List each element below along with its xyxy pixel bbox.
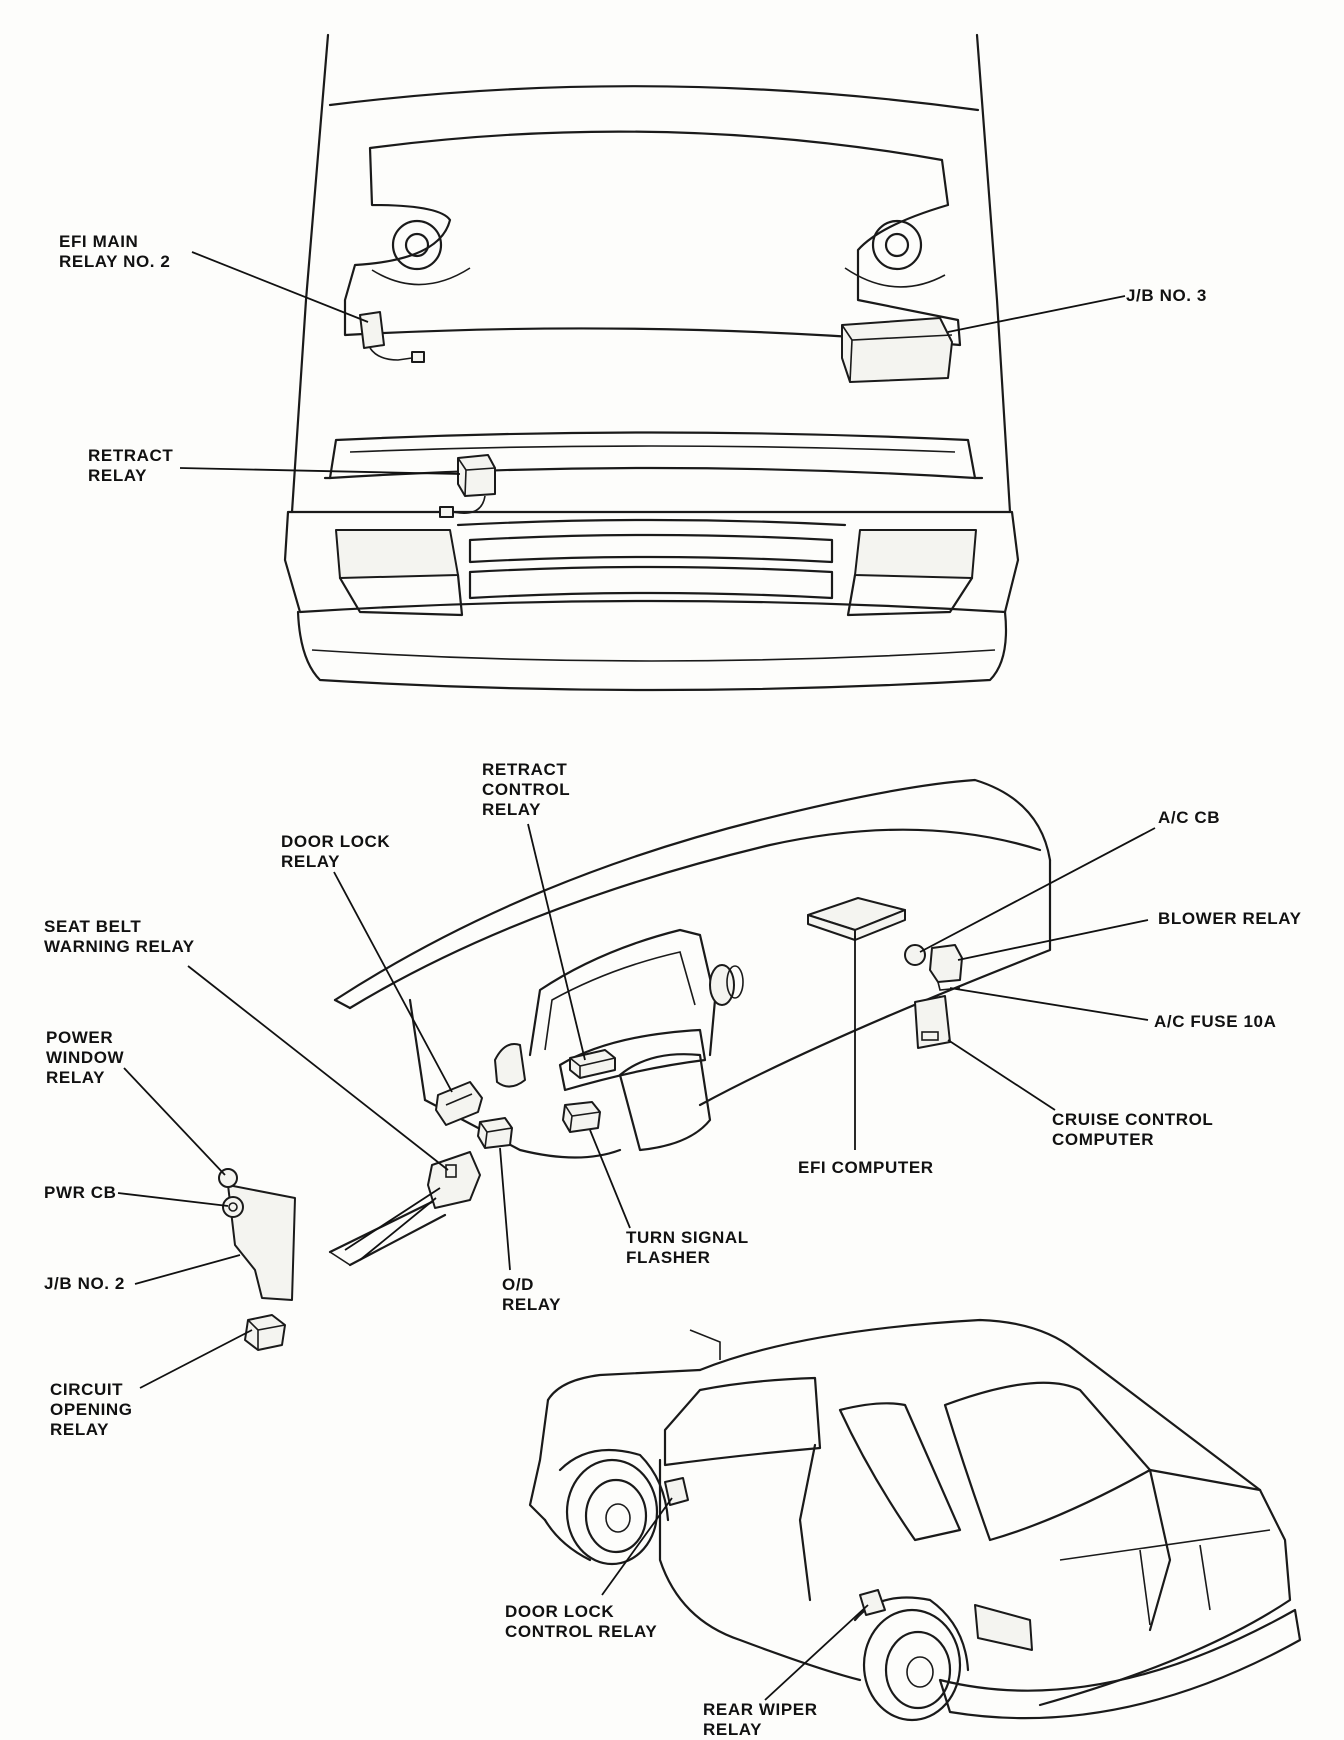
label-efi-computer: EFI COMPUTER	[798, 1158, 934, 1178]
label-line: J/B NO. 2	[44, 1274, 125, 1293]
label-line: EFI COMPUTER	[798, 1158, 934, 1177]
leader-lines	[117, 251, 1156, 1701]
car-rear-view-drawing	[528, 1318, 1302, 1722]
leader-ac-fuse	[949, 987, 1149, 1021]
label-ac-cb: A/C CB	[1158, 808, 1220, 828]
label-door-lock-control-relay: DOOR LOCK CONTROL RELAY	[505, 1602, 657, 1642]
label-line: FLASHER	[626, 1248, 711, 1267]
label-blower-relay: BLOWER RELAY	[1158, 909, 1302, 929]
label-line: TURN SIGNAL	[626, 1228, 749, 1247]
label-od-relay: O/D RELAY	[502, 1275, 561, 1315]
label-line: EFI MAIN	[59, 232, 139, 251]
leader-pwr-cb	[117, 1192, 229, 1207]
label-line: RELAY	[50, 1420, 110, 1439]
label-jb-no2: J/B NO. 2	[44, 1274, 125, 1294]
label-line: CRUISE CONTROL	[1052, 1110, 1214, 1129]
label-line: J/B NO. 3	[1126, 286, 1207, 305]
label-line: COMPUTER	[1052, 1130, 1155, 1149]
leader-turn-signal-flasher	[589, 1129, 631, 1229]
label-line: CIRCUIT	[50, 1380, 124, 1399]
label-line: POWER	[46, 1028, 114, 1047]
leader-ac-cb	[919, 827, 1156, 953]
label-line: CONTROL	[482, 780, 571, 799]
leader-jb-no3	[947, 295, 1126, 333]
leader-door-lock-control-relay	[601, 1497, 673, 1596]
label-retract-control-relay: RETRACT CONTROL RELAY	[482, 760, 570, 820]
label-retract-relay: RETRACT RELAY	[88, 446, 173, 486]
label-line: WARNING RELAY	[44, 937, 195, 956]
label-line: A/C CB	[1158, 808, 1221, 827]
leader-efi-main-relay	[191, 251, 369, 323]
label-line: RETRACT	[482, 760, 568, 779]
label-line: PWR CB	[44, 1183, 117, 1202]
leader-od-relay	[499, 1147, 511, 1271]
leader-jb-no2	[134, 1254, 241, 1285]
label-cruise-control-computer: CRUISE CONTROL COMPUTER	[1052, 1110, 1213, 1150]
label-line: WINDOW	[46, 1048, 125, 1067]
leader-circuit-opening-relay	[139, 1329, 253, 1389]
label-line: RELAY	[88, 466, 148, 485]
leader-door-lock-relay	[333, 871, 453, 1093]
label-power-window-relay: POWER WINDOW RELAY	[46, 1028, 124, 1088]
engine-bay-drawing	[283, 33, 1020, 692]
label-turn-signal-flasher: TURN SIGNAL FLASHER	[626, 1228, 749, 1268]
leader-power-window-relay	[123, 1067, 226, 1176]
label-jb-no3: J/B NO. 3	[1126, 286, 1207, 306]
label-line: DOOR LOCK	[505, 1602, 615, 1621]
label-line: CONTROL RELAY	[505, 1622, 658, 1641]
leader-retract-relay	[179, 467, 461, 475]
dashboard-drawing	[218, 778, 1052, 1351]
label-pwr-cb: PWR CB	[44, 1183, 117, 1203]
label-circuit-opening-relay: CIRCUIT OPENING RELAY	[50, 1380, 133, 1440]
label-line: RELAY	[502, 1295, 562, 1314]
label-line: RELAY	[703, 1720, 763, 1739]
label-rear-wiper-relay: REAR WIPER RELAY	[703, 1700, 818, 1740]
leader-blower-relay	[957, 919, 1149, 961]
label-line: REAR WIPER	[703, 1700, 818, 1719]
label-line: A/C FUSE 10A	[1154, 1012, 1277, 1031]
label-line: SEAT BELT	[44, 917, 142, 936]
leader-rear-wiper-relay	[764, 1604, 869, 1701]
leader-retract-control-relay	[527, 823, 586, 1061]
label-ac-fuse: A/C FUSE 10A	[1154, 1012, 1276, 1032]
label-door-lock-relay: DOOR LOCK RELAY	[281, 832, 390, 872]
leader-cruise-control-computer	[947, 1039, 1056, 1111]
leader-seat-belt-warning-relay	[187, 965, 449, 1171]
label-line: RELAY	[281, 852, 341, 871]
label-efi-main-relay: EFI MAIN RELAY NO. 2	[59, 232, 170, 272]
label-line: RELAY NO. 2	[59, 252, 171, 271]
label-line: O/D	[502, 1275, 535, 1294]
label-line: RELAY	[46, 1068, 106, 1087]
label-line: OPENING	[50, 1400, 133, 1419]
label-line: BLOWER RELAY	[1158, 909, 1302, 928]
label-line: RETRACT	[88, 446, 174, 465]
label-line: DOOR LOCK	[281, 832, 391, 851]
label-seat-belt-warning-relay: SEAT BELT WARNING RELAY	[44, 917, 195, 957]
label-line: RELAY	[482, 800, 542, 819]
